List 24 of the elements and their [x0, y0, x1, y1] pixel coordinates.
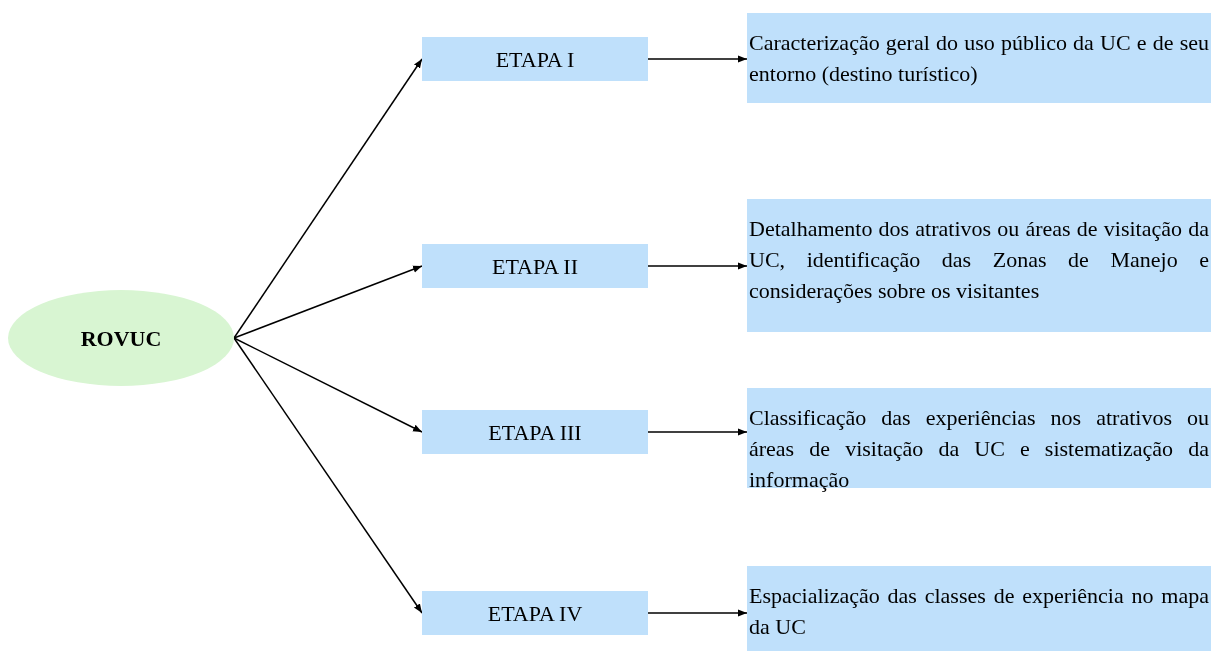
step-box	[422, 37, 648, 81]
arrow	[233, 337, 423, 433]
node-text: Espacialização das classes de experiência no mapa da UC	[749, 582, 1209, 641]
node-text: ETAPA III	[488, 418, 582, 447]
node-text: Caracterização geral do uso público da UC e de seu entorno (destino turístico)	[749, 29, 1209, 88]
step-box	[422, 591, 648, 635]
arrow	[233, 265, 423, 339]
arrow	[233, 58, 423, 339]
node-text: ETAPA IV	[487, 599, 583, 628]
node-text: ETAPA II	[491, 252, 578, 281]
node-text: Detalhamento dos atrativos ou áreas de visitação da UC, identificação das Zonas de Manejo e considerações sobre os visitantes	[749, 215, 1209, 305]
arrow	[647, 428, 748, 436]
node-text: Classificação das experiências nos atrativos ou áreas de visitação da UC e sistematização da informação	[749, 404, 1209, 494]
description-box	[747, 13, 1211, 103]
node-text: ROVUC	[80, 324, 162, 353]
arrow	[233, 337, 423, 614]
arrow	[647, 262, 748, 270]
node-text: ETAPA I	[495, 45, 575, 74]
arrow	[647, 55, 748, 63]
step-box	[422, 410, 648, 454]
description-box	[747, 566, 1211, 651]
step-box	[422, 244, 648, 288]
description-box	[747, 199, 1211, 332]
arrow	[647, 609, 748, 617]
